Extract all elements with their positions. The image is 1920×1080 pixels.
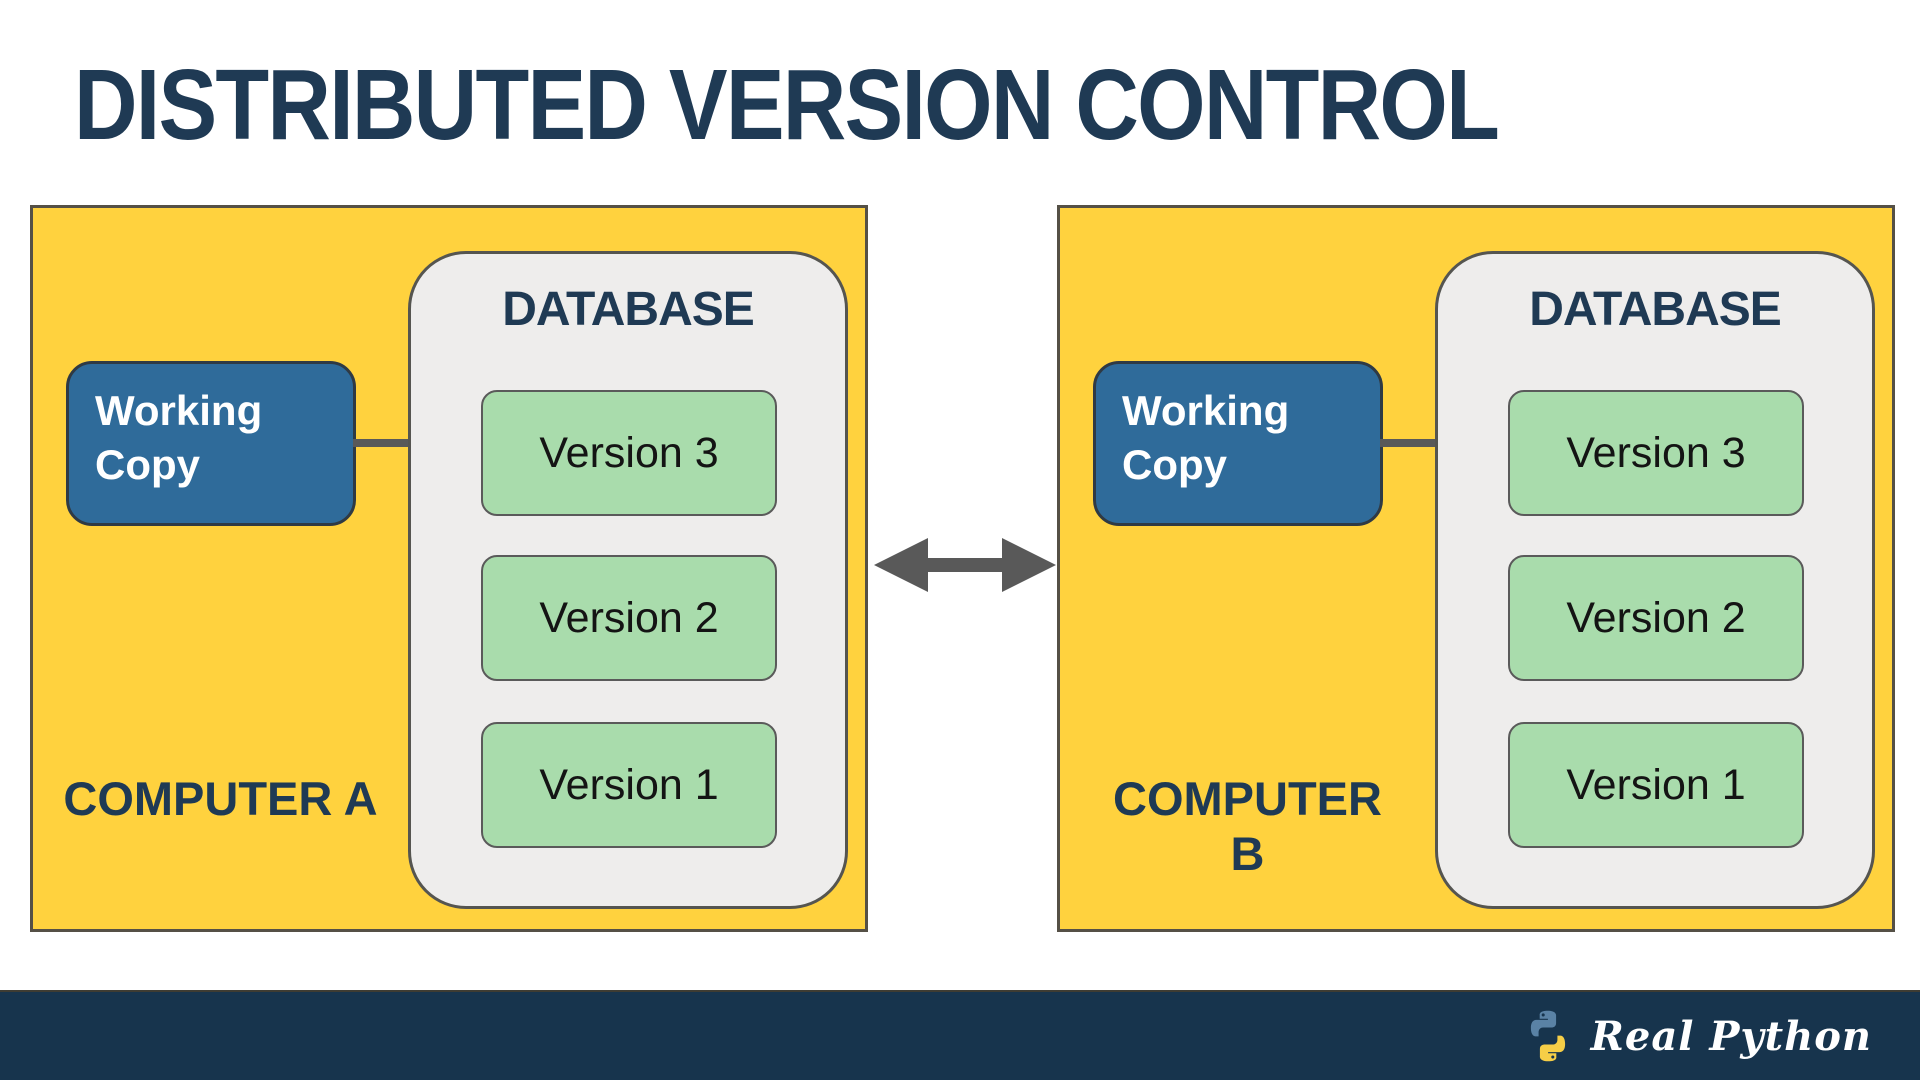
computer-b-label: COMPUTER B	[1113, 772, 1382, 881]
database-title: DATABASE	[502, 283, 755, 336]
version-3-box: Version 3	[481, 390, 777, 516]
database-box-a: DATABASE Version 3 Version 2 Version 1	[408, 251, 848, 909]
working-copy-box-a: Working Copy	[66, 361, 356, 526]
computer-b-panel: Working Copy DATABASE Version 3 Version …	[1057, 205, 1895, 932]
version-1-box: Version 1	[1508, 722, 1804, 848]
database-title: DATABASE	[1529, 283, 1782, 336]
version-3-box: Version 3	[1508, 390, 1804, 516]
footer-bar: Real Python	[0, 990, 1920, 1080]
version-2-box: Version 2	[1508, 555, 1804, 681]
real-python-brand: Real Python	[1519, 1007, 1872, 1065]
version-2-box: Version 2	[481, 555, 777, 681]
brand-name: Real Python	[1590, 1012, 1872, 1060]
version-1-box: Version 1	[481, 722, 777, 848]
database-box-b: DATABASE Version 3 Version 2 Version 1	[1435, 251, 1875, 909]
sync-arrow-icon	[874, 538, 1056, 592]
computer-a-label: COMPUTER A	[63, 772, 378, 825]
python-logo-icon	[1530, 1010, 1565, 1062]
computer-a-panel: Working Copy DATABASE Version 3 Version …	[30, 205, 868, 932]
working-copy-box-b: Working Copy	[1093, 361, 1383, 526]
page-title: DISTRIBUTED VERSION CONTROL	[74, 49, 1500, 161]
